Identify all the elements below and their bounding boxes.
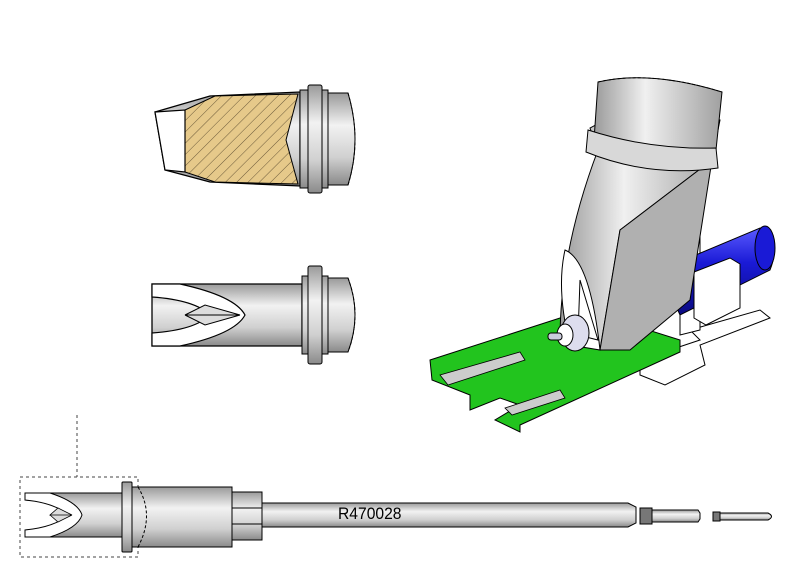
middle-tip-side-view [151, 265, 356, 365]
isometric-assembly-view [429, 77, 776, 433]
top-tip-section-view [154, 84, 356, 194]
part-number-label: R470028 [338, 504, 402, 523]
full-tip-side-view [19, 415, 772, 558]
